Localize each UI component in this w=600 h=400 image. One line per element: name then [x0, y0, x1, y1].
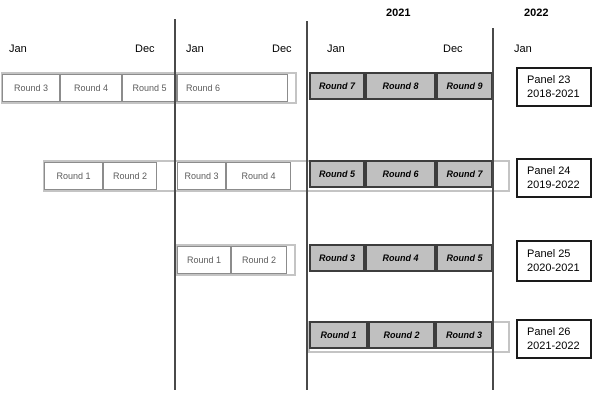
panel-26-round-2-box: Round 2 — [368, 321, 435, 349]
panel-25-round-3-box: Round 3 — [309, 244, 365, 272]
panel-25-round-5-box: Round 5 — [436, 244, 493, 272]
month-label-dec-2: Dec — [272, 43, 292, 55]
panel-26-name: Panel 26 — [527, 325, 571, 338]
panel-23-label-box: Panel 23 2018-2021 — [516, 67, 592, 107]
panel-24-name: Panel 24 — [527, 164, 571, 177]
panel-26-round-3-box: Round 3 — [435, 321, 493, 349]
panel-23-round-3-box: Round 3 — [2, 74, 60, 102]
panel-24-round-7-box: Round 7 — [436, 160, 493, 188]
month-label-jan-2: Jan — [186, 43, 204, 55]
month-label-dec-1: Dec — [135, 43, 155, 55]
year-label-2021: 2021 — [386, 7, 411, 19]
panel-23-round-7-box: Round 7 — [309, 72, 365, 100]
panel-23-round-6-box: Round 6 — [177, 74, 288, 102]
panel-26-label-box: Panel 26 2021-2022 — [516, 319, 592, 359]
panel-23-period: 2018-2021 — [527, 88, 580, 100]
panel-24-round-3-box: Round 3 — [177, 162, 226, 190]
panel-23-name: Panel 23 — [527, 73, 571, 86]
panel-24-round-2-box: Round 2 — [103, 162, 157, 190]
panel-24-round-4-box: Round 4 — [226, 162, 291, 190]
panel-24-label-box: Panel 24 2019-2022 — [516, 158, 592, 198]
panel-24-period: 2019-2022 — [527, 179, 580, 191]
panel-23-round-4-box: Round 4 — [60, 74, 122, 102]
panel-23-round-5-box: Round 5 — [122, 74, 177, 102]
year-divider-line-1 — [174, 19, 176, 390]
panel-25-round-4-box: Round 4 — [365, 244, 436, 272]
panel-26-round-1-box: Round 1 — [309, 321, 368, 349]
month-label-jan-3: Jan — [327, 43, 345, 55]
panel-25-label-box: Panel 25 2020-2021 — [516, 240, 592, 282]
panel-24-round-1-box: Round 1 — [44, 162, 103, 190]
panel-25-round-2-box: Round 2 — [231, 246, 287, 274]
panel-23-round-9-box: Round 9 — [436, 72, 493, 100]
panel-25-round-1-box: Round 1 — [177, 246, 231, 274]
month-label-dec-3: Dec — [443, 43, 463, 55]
panel-24-round-5-box: Round 5 — [309, 160, 365, 188]
year-divider-line-3 — [492, 28, 494, 390]
panel-24-round-6-box: Round 6 — [365, 160, 436, 188]
panel-25-name: Panel 25 — [527, 247, 571, 260]
year-divider-line-2 — [306, 21, 308, 390]
panel-23-round-8-box: Round 8 — [365, 72, 436, 100]
year-label-2022: 2022 — [524, 7, 549, 19]
month-label-jan-1: Jan — [9, 43, 27, 55]
panel-25-period: 2020-2021 — [527, 262, 580, 274]
month-label-jan-4: Jan — [514, 43, 532, 55]
panel-26-period: 2021-2022 — [527, 340, 580, 352]
